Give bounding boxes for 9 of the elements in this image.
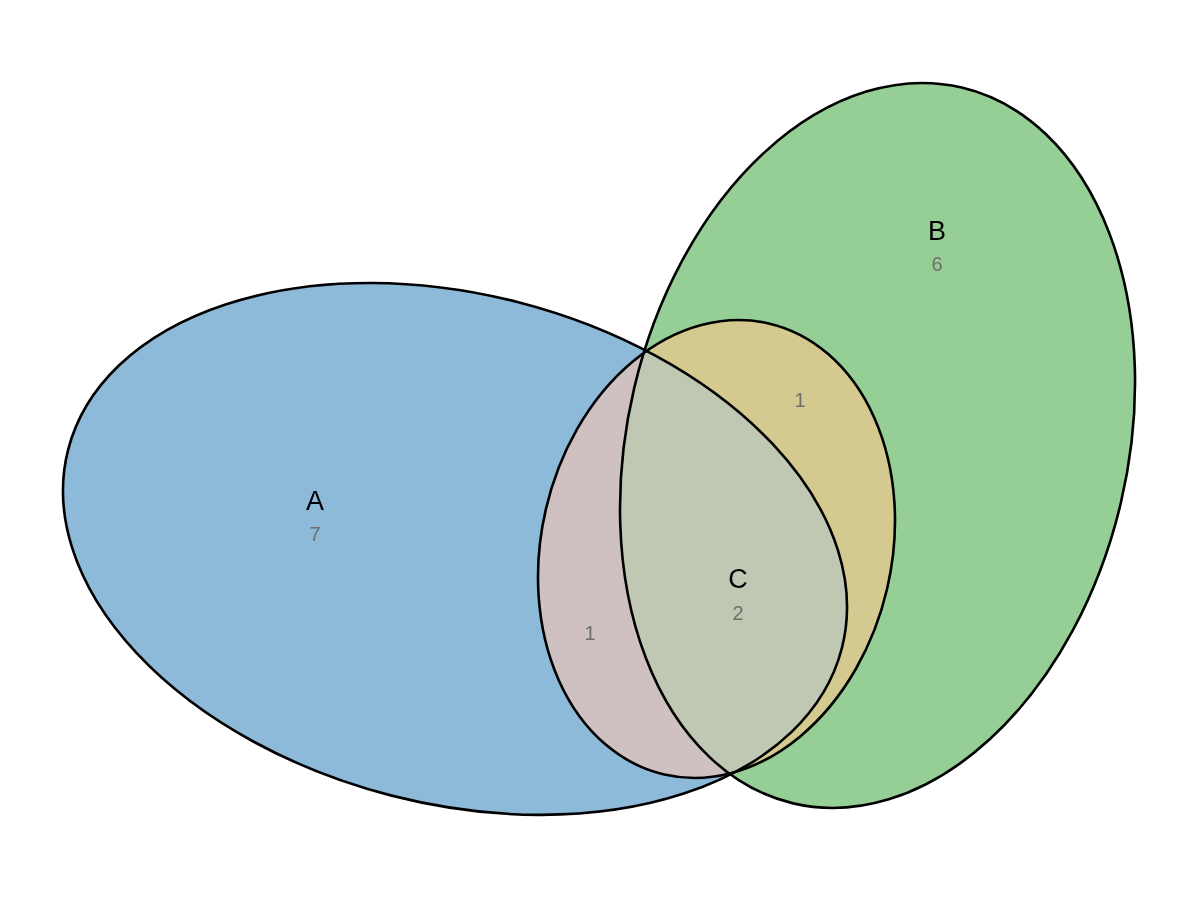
set-ellipse — [535, 317, 898, 781]
region-count: 1 — [794, 390, 806, 410]
set-name: A — [306, 487, 324, 515]
region-count: 1 — [584, 623, 596, 643]
region-count: 6 — [931, 254, 943, 274]
set-name: C — [728, 565, 748, 593]
set-name: B — [928, 217, 946, 245]
region-count: 7 — [309, 524, 321, 544]
region-count: 2 — [732, 603, 744, 623]
